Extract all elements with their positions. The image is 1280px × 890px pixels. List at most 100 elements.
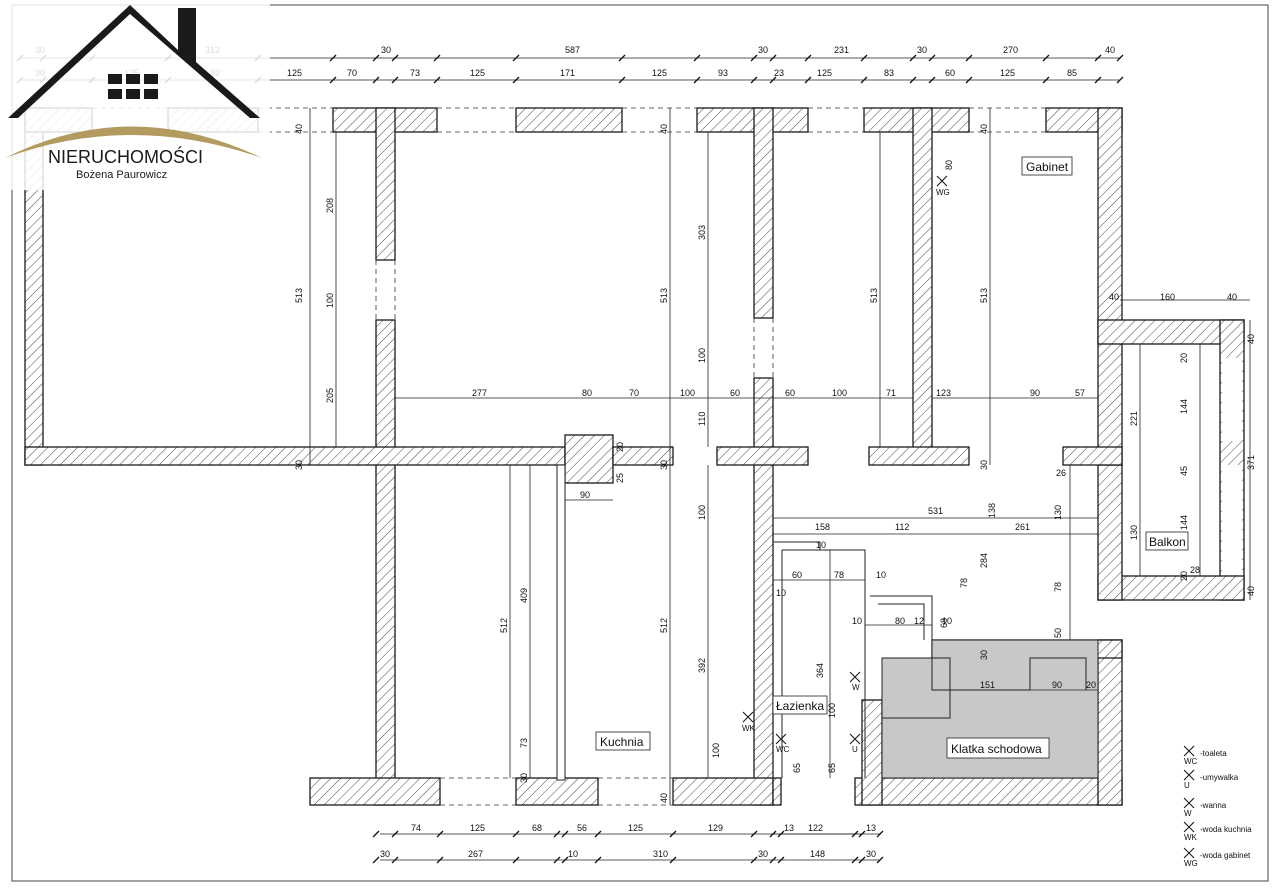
dim-label: 28 (1190, 565, 1200, 575)
dim-label: 73 (410, 68, 420, 78)
outer-wall-right (1097, 107, 1123, 466)
dim-label: 40 (1246, 334, 1256, 344)
sheet-frame (11, 4, 1269, 882)
dim-label: 138 (987, 503, 997, 518)
dim-label: 26 (1056, 468, 1066, 478)
dim-label: 221 (1129, 411, 1139, 426)
dim-label: 20 (1179, 353, 1189, 363)
dim-label: 158 (815, 522, 830, 532)
dim-label: 93 (718, 68, 728, 78)
dim-label: 205 (325, 388, 335, 403)
dim-label: 513 (979, 288, 989, 303)
fixture-wg-marker: WG (936, 175, 950, 197)
dim-tick (391, 54, 399, 62)
dim-label: 125 (1000, 68, 1015, 78)
dim-label: 30 (380, 849, 390, 859)
dim-tick (858, 830, 866, 838)
top-wall-pier (515, 107, 623, 133)
dim-label: 10 (876, 570, 886, 580)
room-label-balkon: Balkon (1149, 535, 1186, 549)
dim-label: 100 (680, 388, 695, 398)
dim-label: 10 (568, 849, 578, 859)
dim-label: 30 (979, 650, 989, 660)
interior-wall (753, 107, 774, 319)
dim-label: 100 (697, 348, 707, 363)
dim-label: 112 (895, 522, 909, 532)
dim-label: 78 (1053, 582, 1063, 592)
dim-label: 148 (810, 849, 825, 859)
dim-label: 12 (914, 616, 924, 626)
dim-label: 23 (774, 68, 784, 78)
dim-label: 10 (776, 588, 786, 598)
dim-tick (594, 856, 602, 864)
dim-tick (769, 830, 777, 838)
dimension-row-bottom-detail: 74 125 68 56 125 129 13 122 13 (411, 823, 876, 833)
dim-tick (436, 830, 444, 838)
dim-tick (750, 830, 758, 838)
legend-item-toaleta: WC -toaleta (1183, 745, 1227, 766)
dim-label: 40 (1227, 292, 1237, 302)
dim-tick (1094, 76, 1102, 84)
dim-label: 512 (659, 618, 669, 633)
dim-tick (777, 830, 785, 838)
legend-item-umywalka: U -umywalka (1183, 769, 1239, 790)
bottom-wall (672, 777, 774, 806)
dim-tick (876, 856, 884, 864)
dim-label: 231 (834, 45, 849, 55)
dim-label: 80 (582, 388, 592, 398)
svg-text:WK: WK (742, 724, 756, 733)
dim-tick (669, 830, 677, 838)
svg-text:W: W (852, 683, 860, 692)
company-logo: NIERUCHOMOŚCI Bożena Paurowicz (0, 0, 270, 190)
dim-tick (436, 856, 444, 864)
dim-tick (851, 830, 859, 838)
bottom-wall (309, 777, 441, 806)
dim-label: 512 (499, 618, 509, 633)
dim-label: 30 (758, 45, 768, 55)
dim-label: 144 (1179, 399, 1189, 414)
fixture-wk-marker: WK (742, 711, 756, 733)
dim-label: 30 (519, 773, 529, 783)
stair-wall-right (1097, 639, 1123, 806)
dim-tick (433, 76, 441, 84)
dim-label: 65 (792, 763, 802, 773)
dim-label: 144 (1179, 515, 1189, 530)
dim-label: 40 (659, 793, 669, 803)
dim-label: 25 (615, 473, 625, 483)
dim-label: 90 (1030, 388, 1040, 398)
logo-swoosh (5, 126, 262, 158)
dim-tick (372, 856, 380, 864)
dim-label: 20 (1086, 680, 1096, 690)
fixture-legend: WC -toaleta U -umywalka W -wanna WK -wod… (1183, 745, 1252, 868)
dim-tick (512, 54, 520, 62)
dim-label: 60 (792, 570, 802, 580)
svg-text:WC: WC (1184, 757, 1198, 766)
room-label-klatka: Klatka schodowa (951, 742, 1042, 756)
dim-label: 130 (1129, 525, 1139, 540)
chimney-block (564, 434, 614, 484)
dim-label: 73 (519, 738, 529, 748)
dim-label: 20 (1179, 571, 1189, 581)
dim-tick (909, 76, 917, 84)
dim-tick (804, 76, 812, 84)
dim-label: 123 (936, 388, 951, 398)
svg-text:-woda gabinet: -woda gabinet (1200, 851, 1251, 860)
dim-label: 60 (785, 388, 795, 398)
fixture-w-marker: W (849, 671, 861, 692)
dim-tick (329, 76, 337, 84)
dim-label: 70 (629, 388, 639, 398)
dim-label: 70 (347, 68, 357, 78)
dim-tick (372, 76, 380, 84)
dim-label: 30 (659, 460, 669, 470)
dim-tick (329, 54, 337, 62)
dim-label: 125 (287, 68, 302, 78)
dim-label: 71 (886, 388, 896, 398)
dim-tick (851, 856, 859, 864)
dim-label: 60 (945, 68, 955, 78)
svg-text:WK: WK (1184, 833, 1198, 842)
dim-tick (750, 76, 758, 84)
interior-wall (753, 377, 774, 806)
bottom-wall (854, 777, 1123, 806)
dim-tick (804, 54, 812, 62)
